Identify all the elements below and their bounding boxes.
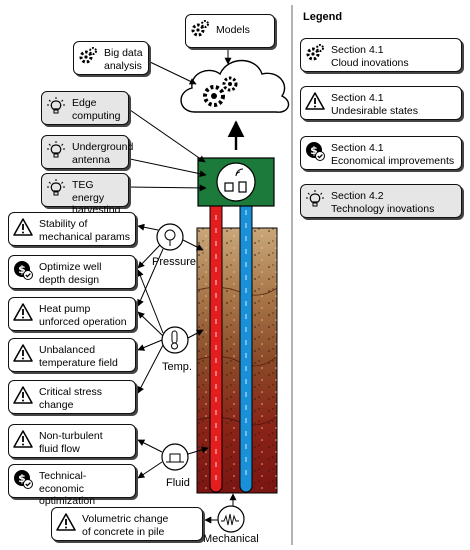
pressure-label: Pressure — [152, 256, 197, 268]
svg-text:$: $ — [18, 263, 26, 276]
svg-text:$: $ — [18, 472, 26, 485]
models-label: Models — [216, 24, 250, 36]
state-item: Critical stress change — [8, 380, 136, 414]
legend-item-label: Section 4.1 Undesirable states — [331, 92, 418, 117]
state-item-label: Volumetric change of concrete in pile — [82, 513, 169, 538]
cold-pipe — [239, 195, 253, 493]
state-item-label: Heat pump unforced operation — [39, 303, 127, 328]
state-item: Unbalanced temperature field — [8, 338, 136, 372]
vibration-icon — [217, 505, 245, 533]
fluid-flow-icon — [161, 443, 189, 471]
state-item: Stability of mechanical params — [8, 212, 136, 246]
temp-label: Temp. — [162, 361, 192, 373]
technology-item: Underground antenna — [41, 135, 134, 169]
warning-icon — [13, 343, 33, 363]
legend-item: $ Section 4.1 Economical improvements — [300, 136, 462, 170]
warning-icon — [305, 91, 325, 111]
legend-title: Legend — [303, 11, 343, 23]
state-item: $ Technical-economic optimization — [8, 464, 136, 507]
warning-icon — [13, 385, 33, 405]
lightbulb-icon — [46, 140, 66, 160]
big-data-label: Big data analysis — [104, 47, 143, 72]
hot-pipe — [209, 195, 223, 493]
thermometer-icon — [161, 326, 189, 354]
state-item-label: Unbalanced temperature field — [39, 344, 118, 369]
bigdata-to-cloud-arrow — [149, 61, 197, 85]
gear-icon — [78, 46, 98, 66]
fluid-label: Fluid — [166, 477, 190, 489]
big-data-box: Big data analysis — [73, 41, 149, 75]
pressure-gauge-icon — [156, 223, 184, 251]
state-item: Non-turbulent fluid flow — [8, 424, 136, 458]
mechanical-label: Mechanical — [203, 533, 259, 545]
sensor-device — [197, 157, 275, 207]
cloud-icon — [180, 59, 290, 113]
legend-item: Section 4.1 Cloud inovations — [300, 38, 462, 72]
state-item-label: Optimize well depth design — [39, 261, 102, 286]
gear-icon — [190, 19, 210, 39]
state-item: Heat pump unforced operation — [8, 297, 136, 331]
lightbulb-icon — [46, 178, 66, 198]
legend-item: Section 4.1 Undesirable states — [300, 86, 462, 120]
warning-icon — [13, 217, 33, 237]
state-item: $ Optimize well depth design — [8, 255, 136, 289]
warning-icon — [13, 302, 33, 322]
legend-item-label: Section 4.2 Technology inovations — [331, 190, 435, 215]
state-item-label: Critical stress change — [39, 386, 103, 411]
warning-icon — [13, 429, 33, 449]
warning-icon — [56, 512, 76, 532]
legend-item: Section 4.2 Technology inovations — [300, 184, 462, 218]
lightbulb-icon — [46, 96, 66, 116]
legend-item-label: Section 4.1 Cloud inovations — [331, 44, 409, 69]
technology-item: Edge computing — [41, 91, 129, 125]
dollar-check-icon: $ — [13, 469, 33, 489]
legend-item-label: Section 4.1 Economical improvements — [331, 142, 455, 167]
dollar-check-icon: $ — [13, 260, 33, 280]
models-box: Models — [185, 14, 275, 48]
state-item-label: Non-turbulent fluid flow — [39, 430, 103, 455]
technology-item-label: Underground antenna — [72, 141, 134, 166]
state-item: Volumetric change of concrete in pile — [51, 507, 203, 541]
gear-icon — [305, 43, 325, 63]
technology-item-label: Edge computing — [72, 97, 121, 122]
technology-item: TEG energy harvesting — [41, 173, 129, 216]
technology-item-label: TEG energy harvesting — [72, 179, 121, 216]
svg-text:$: $ — [310, 144, 318, 157]
state-item-label: Technical-economic optimization — [39, 470, 96, 507]
dollar-check-icon: $ — [305, 141, 325, 161]
lightbulb-icon — [305, 189, 325, 209]
ground-column — [196, 227, 278, 494]
state-item-label: Stability of mechanical params — [39, 218, 131, 243]
